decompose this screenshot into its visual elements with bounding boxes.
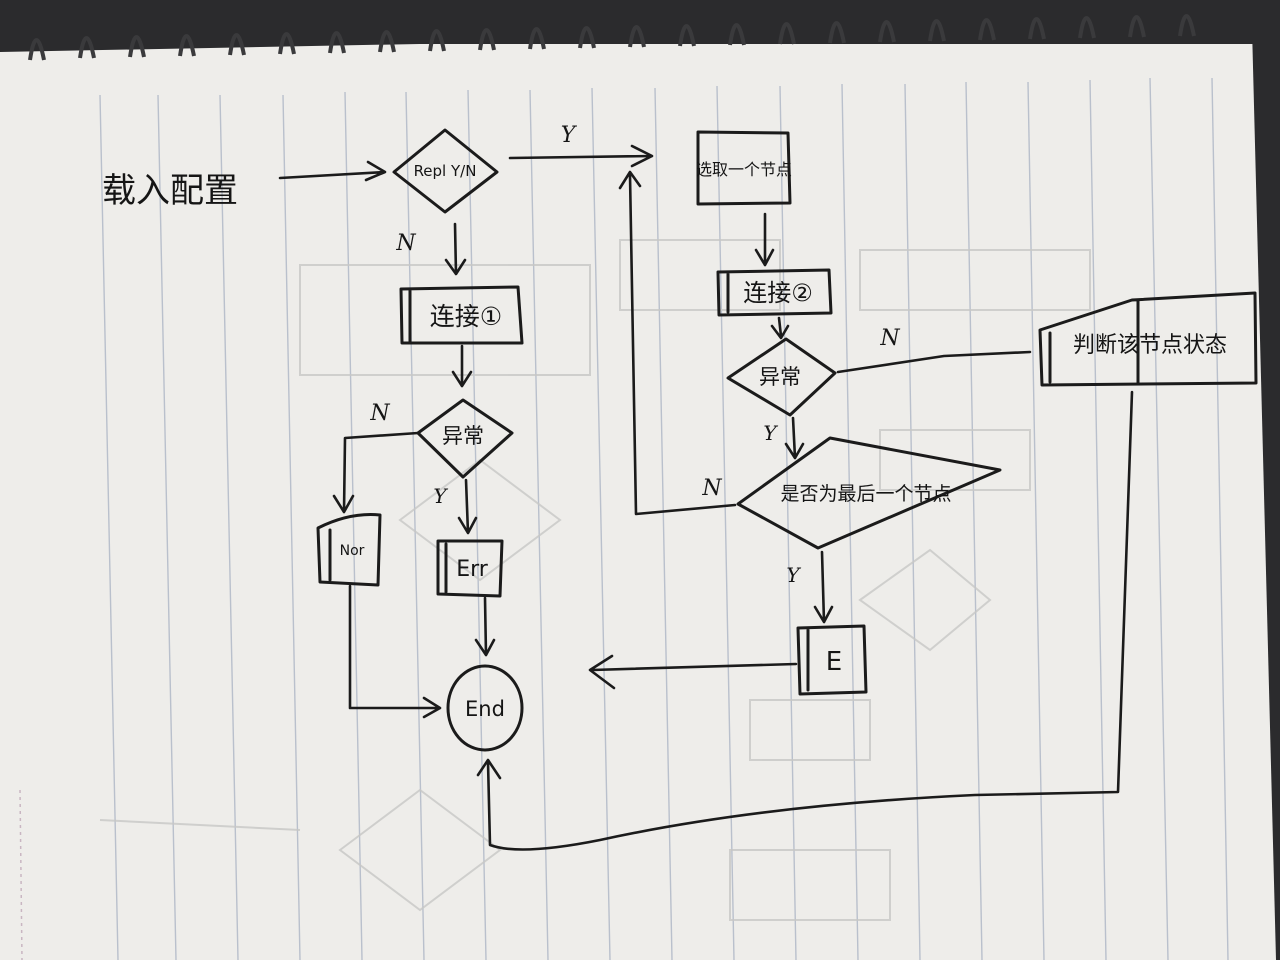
margin-line <box>19 789 23 960</box>
abnormal2-decision <box>726 337 837 417</box>
judge-box <box>1038 291 1258 387</box>
arrow-last-no-loop <box>618 170 737 516</box>
arrow-err-to-end <box>474 596 496 657</box>
err-box <box>436 539 504 598</box>
repl-decision <box>392 128 499 214</box>
connectors <box>278 144 1134 851</box>
notebook-paper <box>0 28 1276 960</box>
arrow-ab1-no <box>332 431 420 514</box>
connect2-label: 连接② <box>743 279 813 307</box>
connect1-label: 连接① <box>430 302 502 331</box>
abnormal1-label: 异常 <box>442 424 484 448</box>
abnormal1-decision <box>416 398 514 479</box>
arrow-connect1-to-ab1 <box>451 344 473 388</box>
end-terminal <box>446 664 524 752</box>
is-last-decision <box>736 436 1002 550</box>
edge-label-repl-no: N <box>395 231 416 256</box>
edge-label-ab2-yes: Y <box>763 421 778 445</box>
arrow-last-yes <box>813 550 834 624</box>
pick-node-label: 选取一个节点 <box>696 160 792 179</box>
arrow-nor-to-end <box>348 584 442 719</box>
arrow-ab2-yes <box>784 416 805 460</box>
ruled-lines <box>99 77 1229 960</box>
is-last-label: 是否为最后一个节点 <box>780 483 951 505</box>
edge-label-last-no: N <box>701 476 722 501</box>
edge-label-ab2-no: N <box>879 326 900 351</box>
spiral-binding <box>28 14 1196 61</box>
arrow-ab1-yes <box>457 478 478 535</box>
e-box <box>796 624 868 696</box>
err-label: Err <box>456 557 489 582</box>
arrow-repl-no <box>444 222 467 276</box>
edge-label-last-yes: Y <box>786 563 801 587</box>
judge-label: 判断该节点状态 <box>1073 333 1227 358</box>
connect1-box <box>399 285 524 345</box>
arrow-judge-to-end <box>476 390 1134 851</box>
arrow-connect2-to-ab2 <box>770 316 790 340</box>
abnormal2-label: 异常 <box>759 365 801 389</box>
load-config-label: 载入配置 <box>102 171 238 211</box>
arrow-ab2-no <box>836 350 1032 374</box>
edge-label-ab1-no: N <box>369 401 390 426</box>
nor-box <box>316 513 382 587</box>
connect2-box <box>716 268 833 317</box>
repl-label: Repl Y/N <box>414 162 477 180</box>
pick-node-box <box>696 130 792 206</box>
nor-label: Nor <box>340 543 365 559</box>
arrow-repl-yes <box>508 144 654 168</box>
e-label: E <box>826 647 842 677</box>
arrow-e-left <box>588 654 798 690</box>
arrow-pick-to-connect2 <box>754 212 775 267</box>
arrow-config-to-repl <box>278 160 387 182</box>
edge-label-repl-yes: Y <box>561 123 578 148</box>
end-label: End <box>465 697 505 721</box>
edge-label-ab1-yes: Y <box>433 484 448 508</box>
